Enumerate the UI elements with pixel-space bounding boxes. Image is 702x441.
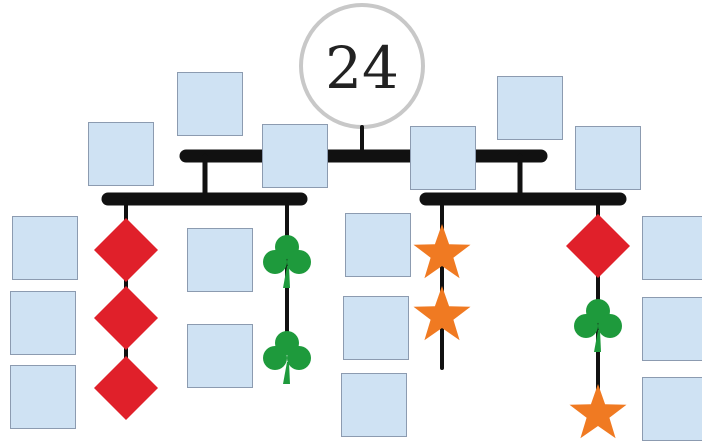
answer-box-diamond-1[interactable] [12,216,78,280]
diamond-shape [566,214,630,278]
answer-box-right-diamond[interactable] [642,216,702,280]
answer-box-clover-1[interactable] [187,228,253,292]
answer-box-top-beam-left[interactable] [177,72,243,136]
clover-shape [263,331,311,384]
answer-box-diamond-3[interactable] [10,365,76,429]
diamond-shape [94,218,158,282]
answer-box-star-1[interactable] [345,213,411,277]
total-circle: 24 [299,3,425,129]
answer-box-star-2[interactable] [343,296,409,360]
answer-box-right-star[interactable] [642,377,702,441]
answer-box-moon[interactable] [341,373,407,437]
answer-box-top-left-hanger[interactable] [262,124,328,188]
answer-box-diamond-2[interactable] [10,291,76,355]
answer-box-right-beam[interactable] [575,126,641,190]
answer-box-left-beam[interactable] [88,122,154,186]
star-shape [569,384,627,439]
answer-box-right-clover[interactable] [642,297,702,361]
diamond-shape [94,356,158,420]
total-value: 24 [325,34,399,102]
crescent-moon-shape [416,350,450,418]
diamond-shape [94,286,158,350]
answer-box-top-beam-right[interactable] [497,76,563,140]
answer-box-top-right-hanger[interactable] [410,126,476,190]
answer-box-clover-2[interactable] [187,324,253,388]
